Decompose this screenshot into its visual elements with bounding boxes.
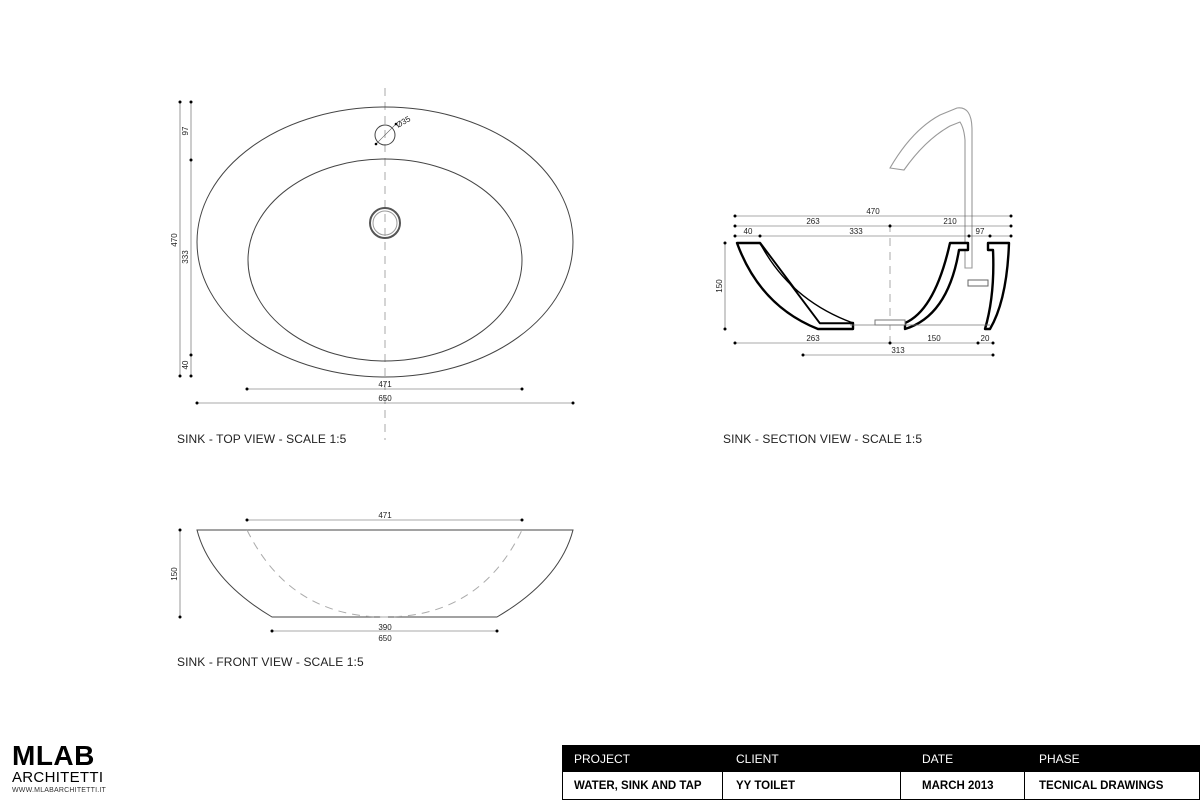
section-right-shell xyxy=(903,241,970,331)
sink-outer-rim xyxy=(196,106,574,378)
logo-subtitle: ARCHITETTI xyxy=(12,769,104,786)
front-view: 471 150 390 650 xyxy=(170,511,574,643)
dim-section-rim: 40 xyxy=(744,227,753,236)
dim-bowl-depth: 333 xyxy=(181,250,190,264)
dim-section-bottom-right: 20 xyxy=(981,334,990,343)
client-label: CLIENT xyxy=(736,752,779,766)
dim-overall-depth: 470 xyxy=(170,233,179,247)
dim-front-top-width: 471 xyxy=(378,511,392,520)
front-outline xyxy=(196,529,574,618)
dim-front-base-width: 390 xyxy=(378,623,392,632)
phase-value: TECNICAL DRAWINGS xyxy=(1039,780,1164,792)
client-value: YY TOILET xyxy=(736,780,796,792)
project-label: PROJECT xyxy=(574,752,631,766)
title-block: PROJECT CLIENT DATE PHASE WATER, SINK AN… xyxy=(562,745,1200,800)
drain-inner xyxy=(372,210,398,236)
dim-section-bowl: 333 xyxy=(849,227,863,236)
project-value: WATER, SINK AND TAP xyxy=(574,780,702,792)
phase-label: PHASE xyxy=(1039,752,1080,766)
dim-bowl-width: 471 xyxy=(378,380,392,389)
section-view: 470 263 210 40 333 97 150 263 150 20 313 xyxy=(715,107,1013,357)
front-hidden-bowl xyxy=(246,529,523,618)
top-view-caption: SINK - TOP VIEW - SCALE 1:5 xyxy=(177,432,347,446)
dim-section-right: 210 xyxy=(943,217,957,226)
dim-section-height: 150 xyxy=(715,279,724,293)
dim-front-height: 150 xyxy=(170,567,179,581)
title-block-header xyxy=(562,745,1200,772)
date-label: DATE xyxy=(922,752,954,766)
dim-tap-hole: Ø35 xyxy=(395,114,413,130)
tap-hole xyxy=(374,124,396,146)
tap-silhouette xyxy=(889,107,989,287)
date-value: MARCH 2013 xyxy=(922,780,994,792)
top-view: Ø35 470 97 333 40 471 650 xyxy=(170,88,575,440)
section-left-shell xyxy=(735,241,855,331)
dim-rim-front: 40 xyxy=(181,360,190,369)
logo-url: WWW.MLABARCHITETTI.IT xyxy=(12,787,107,794)
front-view-caption: SINK - FRONT VIEW - SCALE 1:5 xyxy=(177,655,364,669)
dim-section-tap-zone: 97 xyxy=(976,227,985,236)
company-logo: MLAB ARCHITETTI WWW.MLABARCHITETTI.IT xyxy=(12,742,106,795)
dim-section-left: 263 xyxy=(806,217,820,226)
drain-outer xyxy=(369,207,401,239)
dim-section-bottom-mid: 150 xyxy=(927,334,941,343)
section-tap-wall xyxy=(983,241,1011,331)
dim-section-bottom-left: 263 xyxy=(806,334,820,343)
logo-name: MLAB xyxy=(12,740,95,771)
dim-front-overall-width: 650 xyxy=(378,634,392,643)
sink-bowl-edge xyxy=(247,158,523,362)
section-view-caption: SINK - SECTION VIEW - SCALE 1:5 xyxy=(723,432,923,446)
dim-section-overall: 470 xyxy=(866,207,880,216)
dim-overall-width: 650 xyxy=(378,394,392,403)
section-drain xyxy=(874,319,906,326)
dim-section-bottom-span: 313 xyxy=(891,346,905,355)
dim-hole-offset: 97 xyxy=(181,126,190,135)
